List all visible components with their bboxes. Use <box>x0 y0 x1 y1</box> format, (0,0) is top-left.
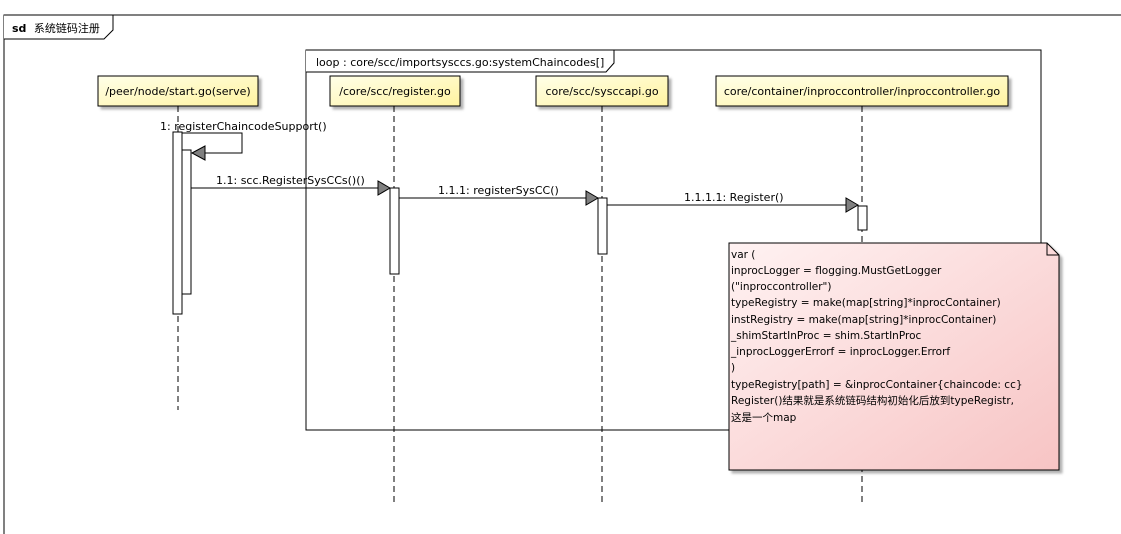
note-line: ) <box>731 362 735 374</box>
note-line: 这是一个map <box>731 411 797 424</box>
message-1-1-1-1-label: 1.1.1.1: Register() <box>684 191 784 204</box>
note-text: var ( inprocLogger = flogging.MustGetLog… <box>730 249 1026 424</box>
participant-register[interactable]: /core/scc/register.go <box>329 75 461 107</box>
participants: /peer/node/start.go(serve) /core/scc/reg… <box>97 75 1009 107</box>
activations <box>172 131 868 315</box>
messages: 1: registerChaincodeSupport() 1.1: scc.R… <box>160 120 859 213</box>
loop-fragment: loop : core/scc/importsysccs.go:systemCh… <box>305 49 1042 431</box>
message-1-1-1[interactable]: 1.1.1: registerSysCC() <box>399 184 599 206</box>
activation-register <box>389 187 400 275</box>
note-line: typeRegistry = make(map[string]*inprocCo… <box>731 297 1001 309</box>
frame-title: 系统链码注册 <box>34 21 100 35</box>
activation-start-inner <box>181 149 192 295</box>
participant-inproccontroller[interactable]: core/container/inproccontroller/inprocco… <box>715 75 1009 107</box>
message-1-1[interactable]: 1.1: scc.RegisterSysCCs()() <box>191 174 391 196</box>
participant-start-label: /peer/node/start.go(serve) <box>105 85 250 98</box>
loop-label: loop : core/scc/importsysccs.go:systemCh… <box>316 56 604 69</box>
note-line: var ( <box>731 249 755 261</box>
message-1-1-1-1[interactable]: 1.1.1.1: Register() <box>607 191 859 213</box>
activation-start-outer <box>172 131 183 315</box>
participant-sysccapi-label: core/scc/sysccapi.go <box>545 85 658 98</box>
message-1-1-1-label: 1.1.1: registerSysCC() <box>438 184 559 197</box>
activation-sysccapi <box>597 197 608 255</box>
frame-keyword: sd <box>12 22 26 35</box>
activation-inproccontroller <box>857 205 868 231</box>
message-1-label: 1: registerChaincodeSupport() <box>160 120 327 133</box>
message-1[interactable]: 1: registerChaincodeSupport() <box>160 120 327 161</box>
note[interactable]: var ( inprocLogger = flogging.MustGetLog… <box>728 242 1060 471</box>
participant-register-label: /core/scc/register.go <box>339 85 451 98</box>
participant-start[interactable]: /peer/node/start.go(serve) <box>97 75 259 107</box>
note-line: Register()结果就是系统链码结构初始化后放到typeRegistr, <box>731 394 1014 407</box>
note-line: _shimStartInProc = shim.StartInProc <box>730 330 921 342</box>
note-line: _inprocLoggerErrorf = inprocLogger.Error… <box>730 346 950 358</box>
sd-frame: sd 系统链码注册 <box>3 14 1121 534</box>
note-line: inprocLogger = flogging.MustGetLogger <box>731 265 942 277</box>
participant-inproccontroller-label: core/container/inproccontroller/inprocco… <box>724 85 1001 98</box>
participant-sysccapi[interactable]: core/scc/sysccapi.go <box>535 75 669 107</box>
message-1-1-label: 1.1: scc.RegisterSysCCs()() <box>216 174 365 187</box>
note-line: typeRegistry[path] = &inprocContainer{ch… <box>731 379 1023 391</box>
svg-text:sd 系统链码注册: sd 系统链码注册 <box>12 21 100 35</box>
note-line: instRegistry = make(map[string]*inprocCo… <box>731 314 996 326</box>
note-line: ("inproccontroller") <box>731 281 831 293</box>
